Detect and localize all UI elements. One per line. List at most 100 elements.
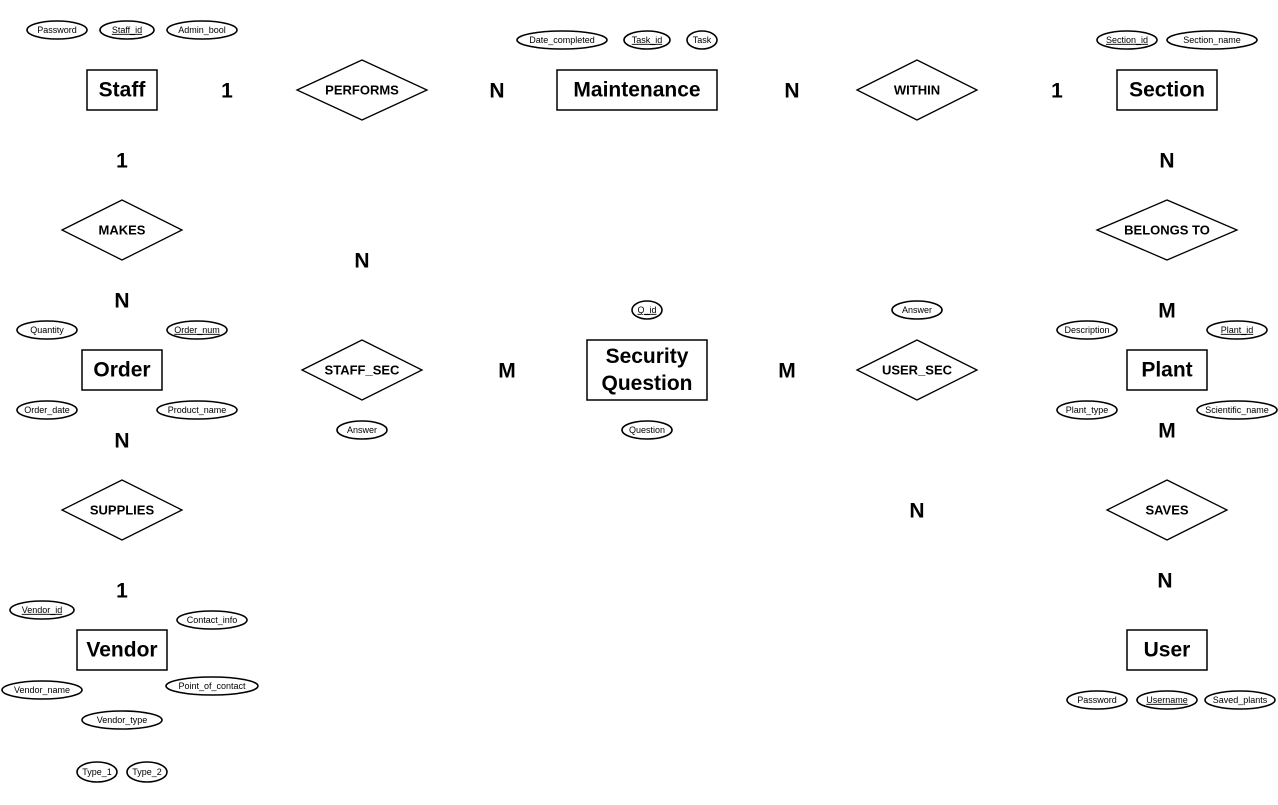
attribute-ellipse xyxy=(1166,30,1258,50)
attribute-ellipse xyxy=(16,400,78,420)
relationship-supplies: SUPPLIES xyxy=(60,479,184,541)
attribute-ellipse xyxy=(1206,320,1268,340)
cardinality-plant-saves: M xyxy=(1158,420,1176,443)
relationship-diamond xyxy=(300,339,424,401)
relationship-label: SAVES xyxy=(1145,502,1188,517)
entity-box xyxy=(86,69,158,111)
attribute-task-id: Task_id xyxy=(623,30,671,50)
cardinality-staff-sec-question: M xyxy=(498,360,516,383)
attribute-ellipse xyxy=(156,400,238,420)
entity-label: Plant xyxy=(1141,359,1192,382)
key-attribute-label: Q_id xyxy=(637,305,656,315)
relationship-diamond xyxy=(295,59,429,121)
attribute-ellipse xyxy=(1056,320,1118,340)
attribute-date-completed: Date_completed xyxy=(516,30,608,50)
entity-label: Vendor xyxy=(86,639,157,662)
attribute-ellipse xyxy=(26,20,88,40)
attribute-ellipse xyxy=(891,300,943,320)
cardinality-makes-order: N xyxy=(114,290,129,313)
entity-box xyxy=(1126,349,1208,391)
attribute-user-sec-answer: Answer xyxy=(891,300,943,320)
attribute-contact-info: Contact_info xyxy=(176,610,248,630)
attribute-label: Point_of_contact xyxy=(178,681,246,691)
relationship-label: PERFORMS xyxy=(325,82,399,97)
entity-vendor: Vendor xyxy=(76,629,168,671)
cardinality-maintenance-within: N xyxy=(784,80,799,103)
cardinality-user-sec-user: N xyxy=(909,500,924,523)
attribute-label: Answer xyxy=(347,425,377,435)
attribute-label: Quantity xyxy=(30,325,64,335)
attribute-label: Password xyxy=(37,25,77,35)
attribute-ellipse xyxy=(9,600,75,620)
attribute-product-name: Product_name xyxy=(156,400,238,420)
entity-user: User xyxy=(1126,629,1208,671)
attribute-type-1: Type_1 xyxy=(76,761,118,783)
attribute-ellipse xyxy=(166,320,228,340)
entity-box xyxy=(1126,629,1208,671)
attribute-label: Answer xyxy=(902,305,932,315)
attribute-point-of-contact: Point_of_contact xyxy=(165,676,259,696)
attribute-q-id: Q_id xyxy=(631,300,663,320)
relationship-label: MAKES xyxy=(99,222,146,237)
attribute-user-password: Password xyxy=(1066,690,1128,710)
attribute-ellipse xyxy=(126,761,168,783)
attribute-ellipse xyxy=(336,420,388,440)
attribute-ellipse xyxy=(1066,690,1128,710)
attribute-vendor-name: Vendor_name xyxy=(1,680,83,700)
attribute-label: Saved_plants xyxy=(1213,695,1268,705)
attribute-label: Vendor_type xyxy=(97,715,148,725)
key-attribute-label: Vendor_id xyxy=(22,605,63,615)
attribute-label: Question xyxy=(629,425,665,435)
attribute-ellipse xyxy=(1,680,83,700)
attribute-order-date: Order_date xyxy=(16,400,78,420)
entity-staff: Staff xyxy=(86,69,158,111)
attribute-plant-type: Plant_type xyxy=(1056,400,1118,420)
attribute-ellipse xyxy=(1096,30,1158,50)
cardinality-saves-user: N xyxy=(1157,570,1172,593)
entity-section: Section xyxy=(1116,69,1218,111)
entity-label-line: Question xyxy=(601,372,692,395)
cardinality-within-section: 1 xyxy=(1051,80,1063,103)
attribute-ellipse xyxy=(76,761,118,783)
attribute-section-id: Section_id xyxy=(1096,30,1158,50)
relationship-label: WITHIN xyxy=(894,82,940,97)
relationship-diamond xyxy=(855,339,979,401)
attribute-order-num: Order_num xyxy=(166,320,228,340)
attribute-description: Description xyxy=(1056,320,1118,340)
entity-order: Order xyxy=(81,349,163,391)
relationship-within: WITHIN xyxy=(855,59,979,121)
attribute-label: Type_2 xyxy=(132,767,162,777)
relationship-label: SUPPLIES xyxy=(90,502,155,517)
cardinality-order-supplies: N xyxy=(114,430,129,453)
attribute-staff-password: Password xyxy=(26,20,88,40)
attribute-vendor-type: Vendor_type xyxy=(81,710,163,730)
cardinality-belongs-plant: M xyxy=(1158,300,1176,323)
relationship-label: STAFF_SEC xyxy=(325,362,400,377)
attribute-staff-id: Staff_id xyxy=(99,20,155,40)
relationship-saves: SAVES xyxy=(1105,479,1229,541)
attribute-label: Vendor_name xyxy=(14,685,70,695)
key-attribute-label: Task_id xyxy=(632,35,663,45)
attribute-label: Order_date xyxy=(24,405,70,415)
attribute-ellipse xyxy=(166,20,238,40)
entity-label: Order xyxy=(93,359,150,382)
attribute-label: Date_completed xyxy=(529,35,595,45)
relationship-diamond xyxy=(1105,479,1229,541)
attribute-label: Scientific_name xyxy=(1205,405,1269,415)
attribute-ellipse xyxy=(621,420,673,440)
attribute-label: Contact_info xyxy=(187,615,238,625)
attribute-username: Username xyxy=(1136,690,1198,710)
attribute-ellipse xyxy=(631,300,663,320)
key-attribute-label: Plant_id xyxy=(1221,325,1254,335)
entity-plant: Plant xyxy=(1126,349,1208,391)
entity-box xyxy=(76,629,168,671)
key-attribute-label: Section_id xyxy=(1106,35,1148,45)
entity-maintenance: Maintenance xyxy=(556,69,718,111)
relationship-label: USER_SEC xyxy=(882,362,953,377)
attribute-ellipse xyxy=(176,610,248,630)
entity-box xyxy=(586,339,708,401)
cardinality-staff-performs: 1 xyxy=(221,80,233,103)
attribute-label: Section_name xyxy=(1183,35,1241,45)
key-attribute-label: Staff_id xyxy=(112,25,142,35)
